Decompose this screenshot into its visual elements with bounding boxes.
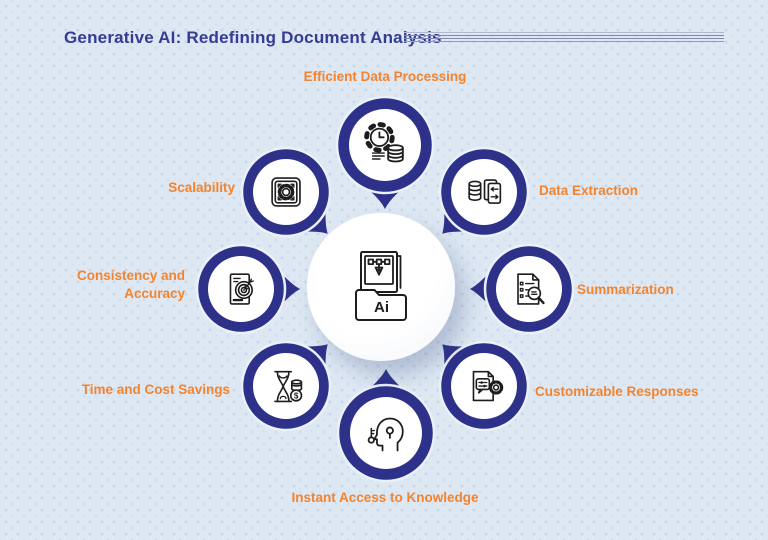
pin-efficient-data-processing bbox=[335, 95, 435, 209]
hourglass-coins-icon: $ bbox=[274, 370, 303, 403]
gear-clock-database-icon bbox=[364, 122, 404, 163]
pin-scalability bbox=[240, 146, 332, 238]
label-data-extraction: Data Extraction bbox=[539, 183, 639, 198]
label-instant-access-to-knowledge: Instant Access to Knowledge bbox=[291, 490, 479, 505]
ai-folder-flowchart-icon: Ai bbox=[355, 251, 407, 321]
pin-summarization bbox=[470, 243, 575, 335]
label-consistency-and-accuracy: Consistency and Accuracy bbox=[76, 268, 185, 301]
pin-customizable-responses bbox=[438, 340, 530, 432]
svg-text:Ai: Ai bbox=[374, 299, 389, 316]
label-time-and-cost-savings: Time and Cost Savings bbox=[81, 382, 230, 397]
label-customizable-responses: Customizable Responses bbox=[535, 384, 699, 399]
document-target-dart-icon bbox=[229, 273, 254, 305]
document-gear-chat-icon bbox=[472, 370, 504, 402]
title-decorative-lines bbox=[404, 32, 724, 42]
page-title: Generative AI: Redefining Document Analy… bbox=[64, 28, 442, 47]
head-key-icon bbox=[367, 417, 404, 452]
svg-text:$: $ bbox=[294, 391, 299, 400]
database-transfer-icon bbox=[468, 179, 502, 204]
expand-gear-icon bbox=[271, 177, 301, 207]
pin-instant-access-to-knowledge bbox=[336, 369, 436, 483]
pin-time-and-cost-savings: $ bbox=[240, 340, 332, 432]
document-magnifier-icon bbox=[517, 273, 545, 305]
label-summarization: Summarization bbox=[577, 282, 674, 297]
label-efficient-data-processing: Efficient Data Processing bbox=[303, 69, 467, 84]
pin-consistency-and-accuracy bbox=[195, 243, 300, 335]
pin-data-extraction bbox=[438, 146, 530, 238]
label-scalability: Scalability bbox=[168, 180, 235, 195]
center-hub-circle: Ai bbox=[307, 213, 455, 361]
